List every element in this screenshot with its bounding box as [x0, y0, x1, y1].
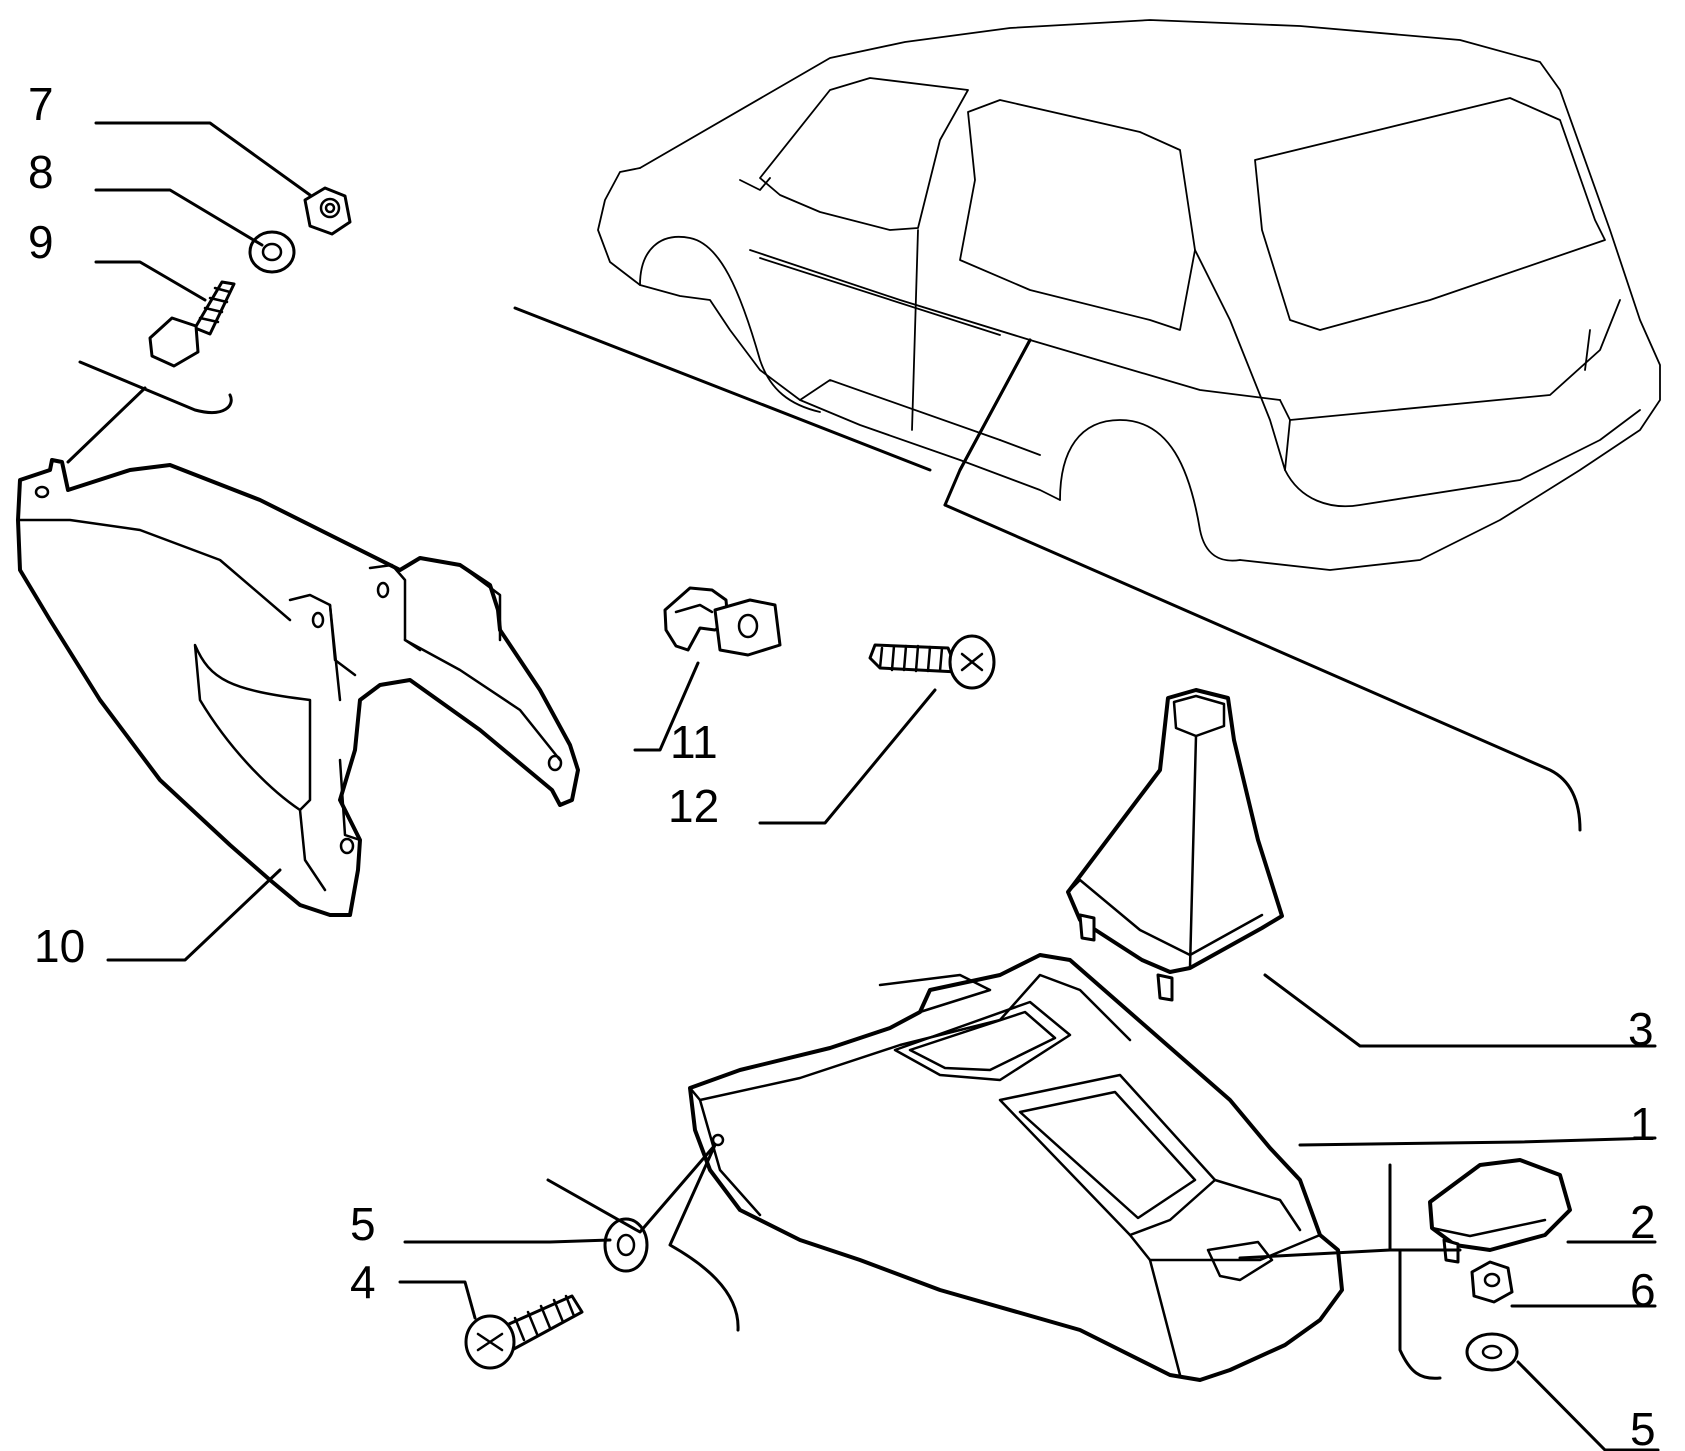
callout-labels: 7 8 9 10 11 12 3 1 2 6 5 5 4 — [28, 78, 1656, 1451]
part-2-plug-cap — [1428, 1158, 1572, 1264]
callout-4: 4 — [350, 1256, 376, 1308]
part-12-self-tapping-screw — [868, 634, 996, 690]
callout-9: 9 — [28, 216, 54, 268]
part-10-dash-shroud — [16, 458, 580, 917]
part-7-nut — [303, 186, 352, 236]
reference-lines — [513, 306, 1582, 832]
part-9-bolt — [148, 280, 236, 368]
callout-5-right: 5 — [1630, 1403, 1656, 1451]
callout-10: 10 — [34, 920, 85, 972]
callout-5-left: 5 — [350, 1198, 376, 1250]
leader-lines — [66, 121, 1660, 1451]
callout-11: 11 — [670, 716, 718, 768]
part-4-screw — [464, 1294, 584, 1370]
part-5-washer-left — [603, 1217, 649, 1273]
callout-8: 8 — [28, 146, 54, 198]
part-11-clip-nut — [663, 586, 782, 657]
part-3-gear-lever-boot — [1066, 688, 1284, 1002]
callout-6: 6 — [1630, 1264, 1656, 1316]
callout-12: 12 — [668, 780, 719, 832]
part-8-washer — [248, 230, 296, 274]
callout-2: 2 — [1630, 1196, 1656, 1248]
part-1-center-console — [688, 953, 1344, 1382]
car-body-illustration — [597, 19, 1661, 571]
callout-1: 1 — [1630, 1098, 1656, 1150]
part-6-nut — [1470, 1260, 1514, 1304]
callout-7: 7 — [28, 78, 54, 130]
callout-3: 3 — [1628, 1003, 1654, 1055]
part-5-washer-right — [1465, 1332, 1519, 1372]
